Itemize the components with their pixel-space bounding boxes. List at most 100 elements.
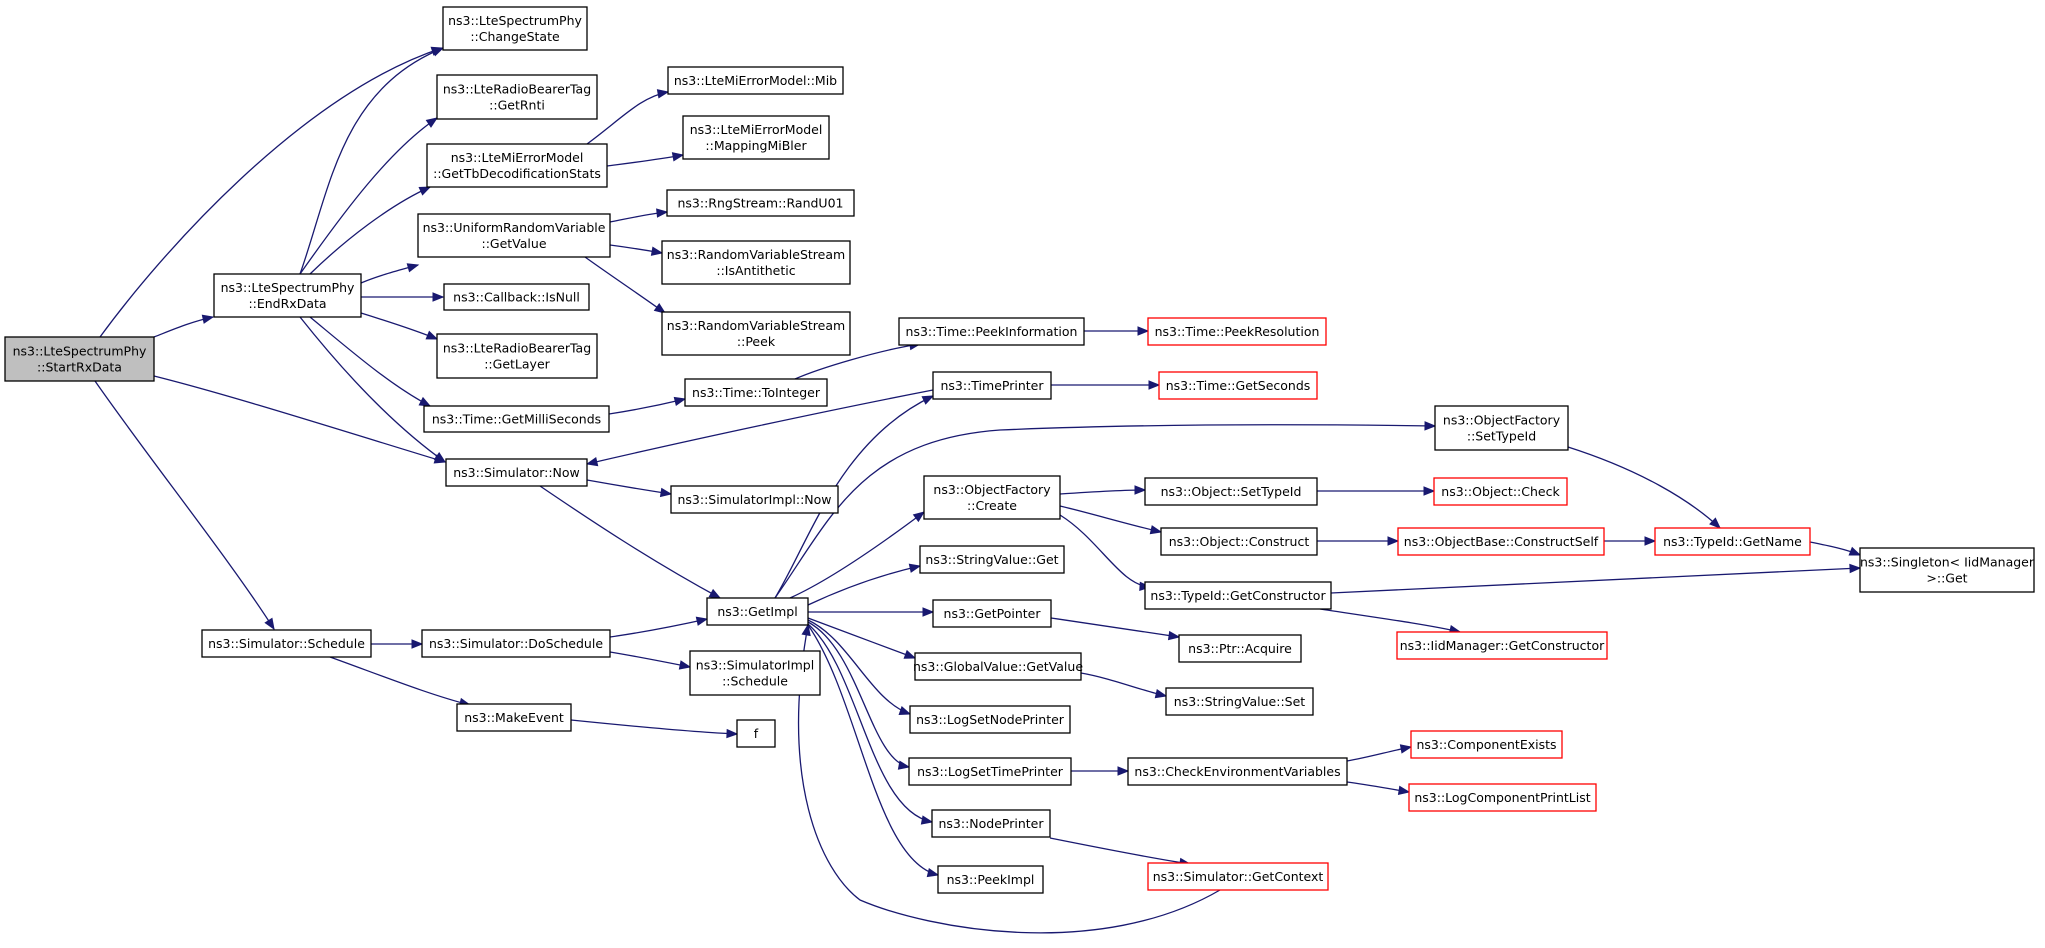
node-box[interactable]: [909, 705, 1071, 734]
node-box[interactable]: [666, 189, 855, 217]
node-of-create[interactable]: ns3::ObjectFactory::Create: [923, 475, 1061, 520]
node-box[interactable]: [1147, 317, 1327, 346]
node-object-construct[interactable]: ns3::Object::Construct: [1160, 527, 1318, 556]
node-start-rx-data[interactable]: ns3::LteSpectrumPhy::StartRxData: [4, 336, 155, 382]
node-simulator-now[interactable]: ns3::Simulator::Now: [445, 458, 588, 487]
node-box[interactable]: [1859, 547, 2035, 593]
node-node-printer[interactable]: ns3::NodePrinter: [931, 809, 1051, 838]
node-box[interactable]: [423, 405, 610, 433]
node-time-printer[interactable]: ns3::TimePrinter: [932, 371, 1052, 400]
node-end-rx-data[interactable]: ns3::LteSpectrumPhy::EndRxData: [213, 273, 362, 318]
node-box[interactable]: [682, 115, 830, 160]
node-f[interactable]: f: [736, 719, 776, 748]
node-box[interactable]: [1160, 527, 1318, 556]
node-object-check[interactable]: ns3::Object::Check: [1433, 477, 1568, 506]
node-box[interactable]: [1410, 730, 1563, 759]
node-box[interactable]: [1144, 581, 1332, 610]
node-global-value-get[interactable]: ns3::GlobalValue::GetValue: [913, 652, 1083, 681]
node-ptr-acquire[interactable]: ns3::Ptr::Acquire: [1178, 634, 1302, 663]
node-object-set-type-id[interactable]: ns3::Object::SetTypeId: [1144, 477, 1318, 506]
node-box[interactable]: [213, 273, 362, 318]
node-get-seconds[interactable]: ns3::Time::GetSeconds: [1158, 371, 1318, 400]
node-box[interactable]: [706, 597, 809, 626]
node-box[interactable]: [445, 458, 588, 487]
node-is-antithetic[interactable]: ns3::RandomVariableStream::IsAntithetic: [661, 240, 851, 285]
node-box[interactable]: [426, 143, 608, 188]
node-box[interactable]: [932, 371, 1052, 400]
node-box[interactable]: [684, 378, 828, 407]
node-mapping-mi-bler[interactable]: ns3::LteMiErrorModel::MappingMiBler: [682, 115, 830, 160]
node-string-value-get[interactable]: ns3::StringValue::Get: [919, 545, 1065, 574]
node-box[interactable]: [1408, 783, 1597, 812]
node-box[interactable]: [661, 311, 851, 356]
node-to-integer[interactable]: ns3::Time::ToInteger: [684, 378, 828, 407]
node-box[interactable]: [442, 6, 588, 51]
node-box[interactable]: [1165, 687, 1314, 716]
node-component-exists[interactable]: ns3::ComponentExists: [1410, 730, 1563, 759]
node-box[interactable]: [1433, 477, 1568, 506]
node-box[interactable]: [923, 475, 1061, 520]
node-peek-resolution[interactable]: ns3::Time::PeekResolution: [1147, 317, 1327, 346]
node-box[interactable]: [1654, 527, 1811, 556]
node-rvs-peek[interactable]: ns3::RandomVariableStream::Peek: [661, 311, 851, 356]
node-box[interactable]: [1127, 757, 1348, 786]
node-box[interactable]: [689, 650, 821, 696]
node-iid-get-constructor[interactable]: ns3::IidManager::GetConstructor: [1396, 631, 1608, 660]
node-singleton-get[interactable]: ns3::Singleton< IidManager>::Get: [1859, 547, 2035, 593]
node-get-impl[interactable]: ns3::GetImpl: [706, 597, 809, 626]
node-urv-get-value[interactable]: ns3::UniformRandomVariable::GetValue: [417, 213, 611, 258]
node-peek-impl[interactable]: ns3::PeekImpl: [937, 865, 1044, 894]
node-box[interactable]: [919, 545, 1065, 574]
node-log-set-node-printer[interactable]: ns3::LogSetNodePrinter: [909, 705, 1071, 734]
node-simulator-schedule[interactable]: ns3::Simulator::Schedule: [201, 629, 372, 658]
node-get-context[interactable]: ns3::Simulator::GetContext: [1147, 862, 1329, 891]
node-box[interactable]: [667, 66, 844, 95]
node-string-value-set[interactable]: ns3::StringValue::Set: [1165, 687, 1314, 716]
node-log-set-time-printer[interactable]: ns3::LogSetTimePrinter: [908, 757, 1072, 786]
node-get-constructor[interactable]: ns3::TypeId::GetConstructor: [1144, 581, 1332, 610]
node-box[interactable]: [736, 719, 776, 748]
node-box[interactable]: [436, 74, 598, 120]
node-log-component-list[interactable]: ns3::LogComponentPrintList: [1408, 783, 1597, 812]
node-box[interactable]: [1147, 862, 1329, 891]
node-do-schedule[interactable]: ns3::Simulator::DoSchedule: [421, 629, 611, 658]
node-callback-is-null[interactable]: ns3::Callback::IsNull: [443, 283, 590, 311]
node-box[interactable]: [4, 336, 155, 382]
node-check-env-vars[interactable]: ns3::CheckEnvironmentVariables: [1127, 757, 1348, 786]
node-get-pointer[interactable]: ns3::GetPointer: [932, 599, 1052, 628]
node-rand-u01[interactable]: ns3::RngStream::RandU01: [666, 189, 855, 217]
node-box[interactable]: [1158, 371, 1318, 400]
node-box[interactable]: [421, 629, 611, 658]
node-box[interactable]: [937, 865, 1044, 894]
node-box[interactable]: [931, 809, 1051, 838]
node-make-event[interactable]: ns3::MakeEvent: [456, 703, 572, 732]
node-box[interactable]: [914, 652, 1082, 681]
node-box[interactable]: [443, 283, 590, 311]
node-get-tb-decod[interactable]: ns3::LteMiErrorModel::GetTbDecodificatio…: [426, 143, 608, 188]
node-box[interactable]: [1434, 405, 1569, 451]
node-change-state[interactable]: ns3::LteSpectrumPhy::ChangeState: [442, 6, 588, 51]
node-box[interactable]: [417, 213, 611, 258]
node-box[interactable]: [1396, 631, 1608, 660]
node-box[interactable]: [932, 599, 1052, 628]
node-simulator-impl-now[interactable]: ns3::SimulatorImpl::Now: [670, 485, 839, 514]
node-box[interactable]: [456, 703, 572, 732]
node-box[interactable]: [1144, 477, 1318, 506]
node-construct-self[interactable]: ns3::ObjectBase::ConstructSelf: [1397, 527, 1605, 556]
node-get-rnti[interactable]: ns3::LteRadioBearerTag::GetRnti: [436, 74, 598, 120]
node-box[interactable]: [201, 629, 372, 658]
node-box[interactable]: [436, 333, 598, 379]
node-box[interactable]: [661, 240, 851, 285]
node-type-id-get-name[interactable]: ns3::TypeId::GetName: [1654, 527, 1811, 556]
node-box[interactable]: [1178, 634, 1302, 663]
node-impl-schedule[interactable]: ns3::SimulatorImpl::Schedule: [689, 650, 821, 696]
node-of-set-type-id[interactable]: ns3::ObjectFactory::SetTypeId: [1434, 405, 1569, 451]
node-box[interactable]: [670, 485, 839, 514]
node-mib[interactable]: ns3::LteMiErrorModel::Mib: [667, 66, 844, 95]
node-get-layer[interactable]: ns3::LteRadioBearerTag::GetLayer: [436, 333, 598, 379]
node-get-milli-seconds[interactable]: ns3::Time::GetMilliSeconds: [423, 405, 610, 433]
node-box[interactable]: [908, 757, 1072, 786]
node-box[interactable]: [898, 317, 1085, 346]
node-box[interactable]: [1397, 527, 1605, 556]
node-peek-information[interactable]: ns3::Time::PeekInformation: [898, 317, 1085, 346]
